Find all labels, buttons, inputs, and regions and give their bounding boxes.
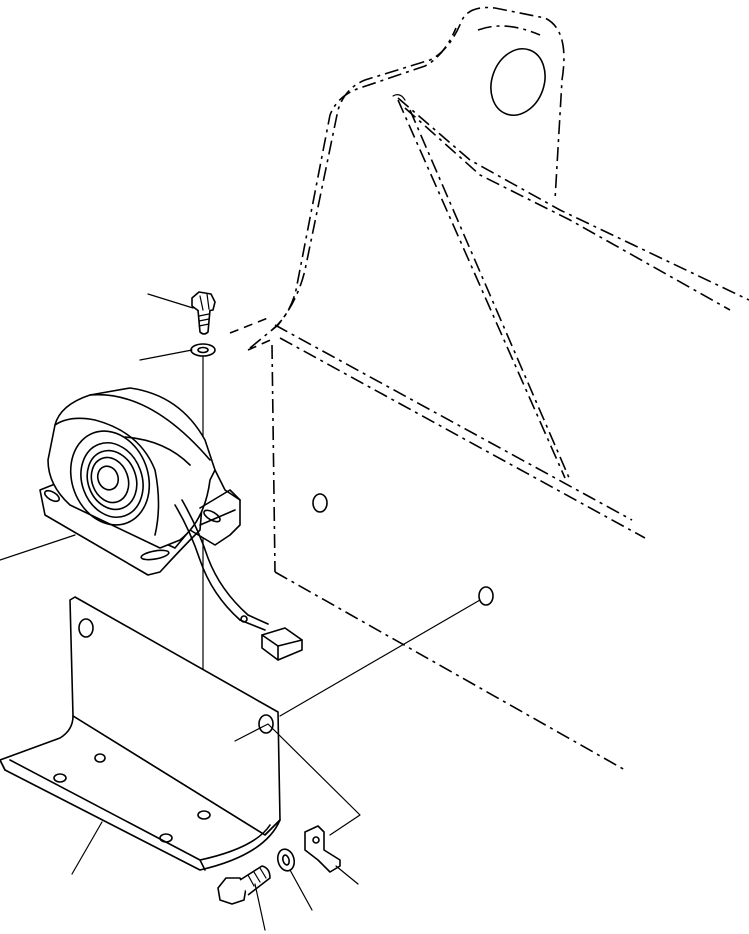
wire-connector: [261, 627, 303, 661]
backup-alarm: [39, 387, 241, 576]
bolt-top: [191, 291, 216, 335]
frame-hole-lower: [478, 586, 494, 606]
bolt-bottom: [217, 865, 271, 905]
leader-backup-alarm: [0, 534, 76, 561]
leader-bolt-top: [147, 293, 194, 309]
washer-bottom: [276, 848, 296, 872]
machine-frame-phantom: [229, 6, 749, 771]
leader-clip: [335, 865, 359, 885]
leader-lines: [0, 293, 359, 931]
leader-bracket: [71, 821, 103, 875]
leader-washer-top: [139, 349, 193, 361]
pin-boss-hole: [490, 48, 546, 116]
leader-bolt-bottom: [254, 883, 266, 931]
frame-hole-upper: [312, 493, 328, 513]
clip: [304, 825, 341, 873]
washer-top: [190, 343, 216, 357]
wire-harness: [174, 499, 269, 631]
leader-washer-bottom: [289, 869, 313, 911]
alignment-lines: [234, 599, 481, 836]
mounting-bracket: [0, 596, 281, 871]
